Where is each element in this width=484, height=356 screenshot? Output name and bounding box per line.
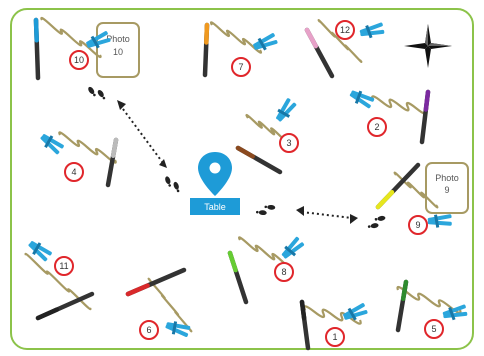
map-pin-icon	[198, 152, 232, 196]
pencil-tip	[235, 145, 255, 159]
pencil-tip	[33, 17, 39, 43]
station-badge	[139, 320, 159, 340]
clothespin-icon	[28, 241, 52, 262]
clothespin-icon	[442, 304, 468, 321]
footprints-icon	[88, 86, 106, 100]
string	[396, 285, 462, 315]
station-badge	[408, 215, 428, 235]
photo-frame-10: Photo 10	[96, 22, 140, 78]
path-arrowheads	[117, 100, 358, 224]
string	[40, 16, 102, 59]
pencil-tip	[299, 299, 307, 321]
station-number: 3	[286, 138, 291, 148]
station-badge	[367, 117, 387, 137]
station-number: 9	[415, 220, 420, 230]
clothespin-icon	[165, 321, 191, 337]
clothespin-icon	[427, 214, 452, 228]
clothespin-icon	[40, 134, 64, 155]
station-9: 9	[375, 162, 452, 235]
pencil-tip	[35, 307, 60, 321]
station-8: 8	[227, 236, 305, 305]
station-1: 1	[299, 299, 368, 351]
pencil-tip	[304, 27, 318, 49]
footprints-icon	[367, 215, 386, 229]
pencil-tip	[423, 89, 431, 112]
pencil-tip	[204, 22, 210, 45]
station-12: 12	[304, 19, 385, 79]
station-number: 11	[59, 261, 68, 271]
table-label-box	[190, 198, 240, 215]
station-badge	[54, 256, 74, 276]
station-number: 10	[74, 55, 84, 65]
string	[147, 277, 193, 333]
station-badge	[274, 262, 294, 282]
station-number: 6	[146, 325, 151, 335]
string	[245, 113, 288, 143]
station-number: 5	[431, 324, 436, 334]
station-4: 4	[40, 131, 119, 188]
photo-title: Photo	[435, 173, 459, 183]
station-5: 5	[395, 279, 468, 339]
station-number: 8	[281, 267, 286, 277]
clothespin-icon	[359, 22, 385, 39]
station-number: 2	[374, 122, 379, 132]
station-7: 7	[202, 21, 278, 78]
station-badge	[69, 50, 89, 70]
clothespin-icon	[343, 303, 368, 321]
pencil-tip	[110, 137, 119, 158]
station-badge	[279, 133, 299, 153]
string	[209, 21, 263, 54]
station-badge	[424, 319, 444, 339]
clothespin-icon	[276, 98, 297, 122]
string	[317, 19, 363, 63]
pencil-tip	[375, 190, 395, 210]
clothespin-icon	[349, 90, 375, 109]
compass-icon	[404, 24, 452, 68]
station-3: 3	[235, 98, 299, 175]
string	[237, 236, 293, 269]
station-11: 11	[24, 241, 95, 321]
pencil-tip	[227, 250, 238, 273]
clothespin-icon	[253, 33, 278, 51]
string	[58, 131, 117, 164]
station-number: 1	[332, 332, 337, 342]
table-marker: Table	[190, 152, 240, 215]
station-number: 12	[340, 25, 350, 35]
photo-title: Photo	[106, 34, 130, 44]
station-number: 4	[71, 167, 76, 177]
station-badge	[325, 327, 345, 347]
footprints-icon	[255, 204, 276, 216]
station-badge	[335, 20, 355, 40]
footprints-icon	[165, 176, 180, 193]
station-badge	[64, 162, 84, 182]
station-badge	[231, 57, 251, 77]
string	[371, 95, 427, 115]
pencil-tip	[125, 283, 150, 297]
station-10: 10	[33, 16, 111, 81]
photo-number: 9	[444, 185, 449, 195]
station-6: 6	[125, 267, 193, 340]
pencil-tip	[400, 279, 409, 302]
station-2: 2	[349, 89, 431, 145]
photo-frame-9: Photo 9	[425, 162, 469, 214]
clothespin-icon	[86, 31, 111, 49]
dotted-paths	[119, 104, 353, 219]
station-number: 7	[238, 62, 243, 72]
clothespin-icon	[281, 236, 305, 259]
photo-number: 10	[113, 47, 123, 57]
table-label: Table	[204, 202, 226, 212]
